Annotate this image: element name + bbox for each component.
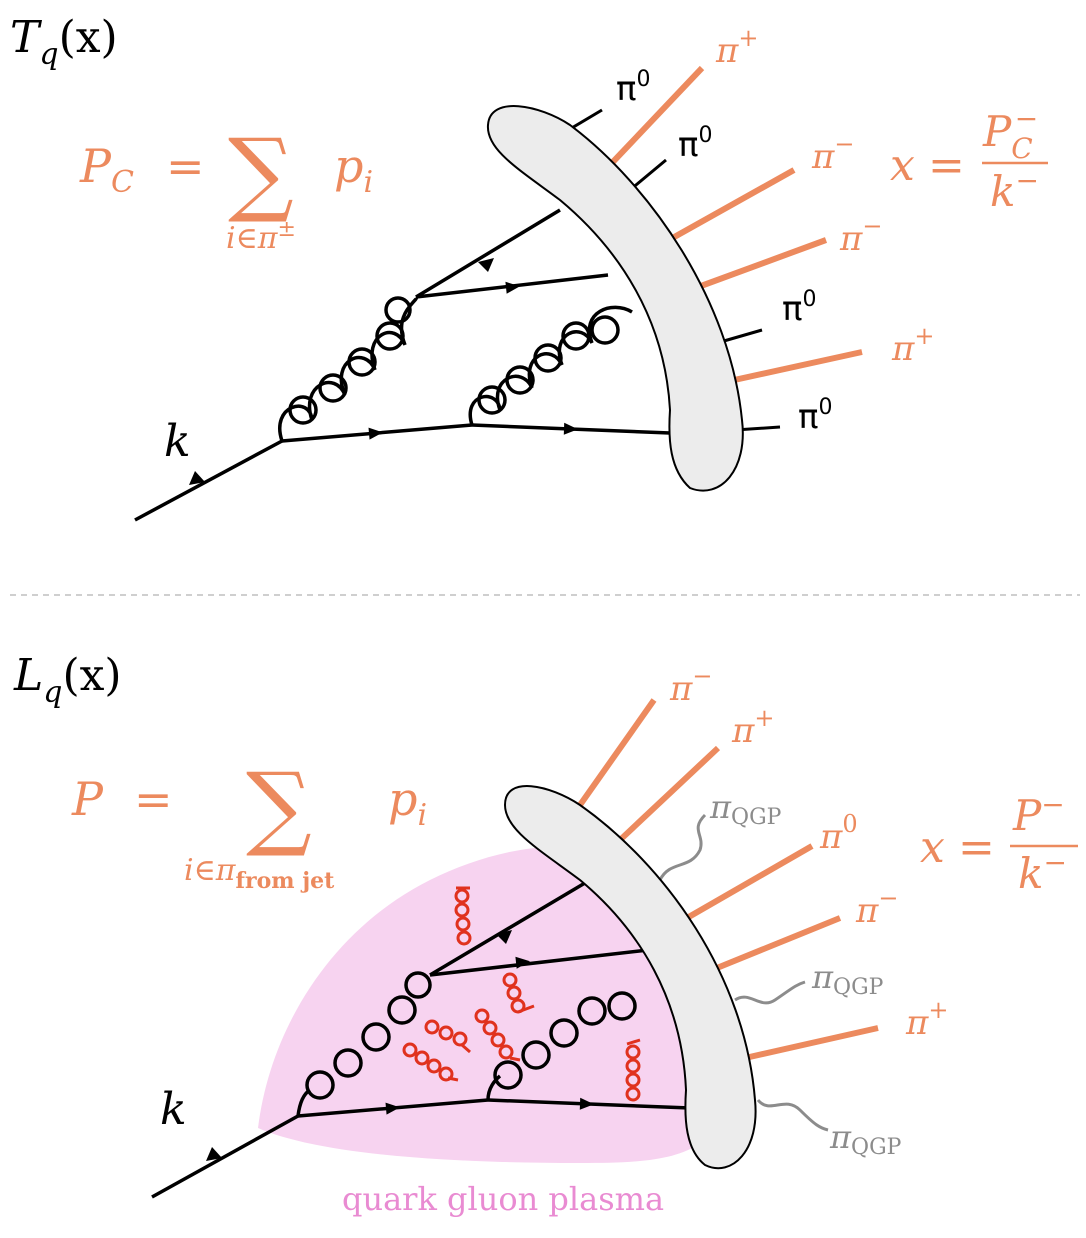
top-pion-line-7 [724,349,863,385]
svg-text:∑: ∑ [228,119,294,226]
bottom-pion-label-2: π+ [731,704,774,751]
svg-text:=: = [928,140,965,191]
bottom-pion-label-1: π− [669,662,712,709]
bottom-pion-label-3: π0 [819,810,858,857]
top-pion-line-4 [658,167,796,248]
svg-text:∑: ∑ [246,753,312,860]
bottom-quark-3 [429,948,649,977]
bottom-pion-line-2 [617,745,721,843]
bottom-hadronization-blob [503,785,757,1170]
top-gluon-2 [468,305,633,426]
svg-text:pi: pi [388,772,427,833]
top-pion-label-4: π− [811,130,854,177]
bottom-pion-label-4: π− [855,884,898,931]
top-gluons [278,295,633,442]
svg-text:=: = [134,772,173,826]
top-pion-line-5 [688,237,828,293]
svg-text:x: x [920,822,945,873]
bottom-qgp-pion-labels: πQGP πQGP πQGP [709,788,902,1160]
top-pion-label-8: π0 [798,395,832,437]
top-panel: Tq(x) PC = ∑ pi i∈π± x = PC− k− [10,12,1048,522]
svg-text:PC−: PC− [982,102,1038,165]
top-pion-label-7: π+ [891,322,934,369]
top-pion-label-1: π+ [715,24,758,71]
bottom-pion-lines [577,698,879,1061]
bottom-pion-labels: π− π+ π0 π− π+ [669,662,948,1043]
svg-text:k−: k− [1018,846,1067,898]
top-pion-line-1 [607,65,705,168]
svg-text:P−: P− [1012,788,1065,840]
top-pion-line-3 [629,158,667,192]
top-panel-label: Tq(x) [10,12,118,72]
top-pion-label-3: π0 [678,123,712,165]
svg-text:i∈π±: i∈π± [226,217,296,256]
top-quark-lines [134,208,671,522]
svg-text:pi: pi [334,139,373,200]
medium-gluon-3 [424,1019,471,1054]
top-formula: PC = ∑ pi i∈π± [79,119,373,256]
top-pion-label-2: π0 [616,67,650,109]
svg-text:i∈πfrom jet: i∈πfrom jet [184,853,335,894]
bottom-pion-line-1 [577,698,657,807]
top-antiquark [415,208,561,299]
bottom-quark-lines [151,878,691,1199]
bottom-pion-line-3 [678,843,814,925]
top-gluon-1 [278,295,418,442]
bottom-pion-line-5 [744,1025,879,1061]
medium-gluon-5 [474,1008,521,1062]
plasma-region [258,846,720,1163]
top-pion-label-5: π− [839,212,882,259]
qgp-pion-line-3 [756,1098,829,1132]
top-pion-label-6: π0 [782,287,816,329]
medium-gluon-1 [454,886,472,946]
svg-text:P: P [71,772,104,826]
top-pion-labels: π+ π0 π0 π− π− π0 π+ π0 [616,24,934,437]
bottom-panel: Lq(x) P = ∑ pi i∈πfrom jet x = P− k− [13,650,1078,1218]
bottom-gluon-loops [296,971,637,1117]
bottom-antiquark [429,878,591,977]
qgp-pion-line-2 [734,980,806,1005]
bottom-pion-label-5: π+ [905,996,948,1043]
bottom-pion-line-4 [710,915,842,973]
top-pion-lines [559,65,863,432]
top-incoming-arrow [189,471,205,485]
plasma-label: quark gluon plasma [342,1180,664,1218]
bottom-panel-label: Lq(x) [13,650,122,710]
qgp-pion-label-1: πQGP [709,788,782,830]
svg-text:=: = [166,139,205,193]
top-hadronization-blob [486,105,744,492]
bottom-qgp-pion-lines [658,813,829,1132]
medium-gluons [402,886,641,1102]
medium-gluon-4 [402,1042,459,1082]
svg-text:PC: PC [79,139,134,200]
bottom-x-definition: x = P− k− [920,788,1078,898]
svg-text:k−: k− [990,164,1039,216]
qgp-pion-label-3: πQGP [829,1118,902,1160]
bottom-formula: P = ∑ pi i∈πfrom jet [71,753,427,894]
top-x-definition: x = PC− k− [890,102,1048,216]
bottom-incoming-quark [151,1114,299,1199]
svg-text:=: = [958,822,995,873]
bottom-momentum-label: k [160,1084,187,1135]
top-gluon-loops [288,296,620,425]
medium-gluon-2 [502,972,535,1014]
qgp-pion-line-1 [658,813,707,881]
medium-gluon-6 [625,1038,641,1102]
top-incoming-quark [134,439,283,522]
svg-text:x: x [890,140,915,191]
qgp-pion-label-2: πQGP [811,958,884,1000]
top-momentum-label: k [164,416,191,467]
